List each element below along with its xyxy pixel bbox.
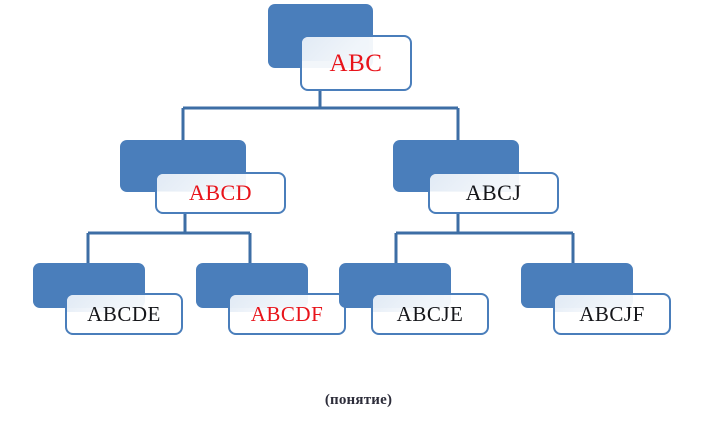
node-abcdf-card[interactable]: ABCDF <box>228 293 346 335</box>
node-abcd[interactable]: ABCD <box>120 140 288 216</box>
node-abcdf-label: ABCDF <box>250 301 324 326</box>
node-abcd-card[interactable]: ABCD <box>155 172 286 214</box>
node-abcj[interactable]: ABCJ <box>393 140 561 216</box>
node-abcjf[interactable]: ABCJF <box>521 263 673 338</box>
node-abcj-card[interactable]: ABCJ <box>428 172 559 214</box>
node-abcje-label: ABCJE <box>396 301 464 326</box>
diagram-caption: (понятие) <box>324 392 393 408</box>
node-abcd-label: ABCD <box>188 180 253 205</box>
node-abcje[interactable]: ABCJE <box>339 263 491 338</box>
node-abc-card[interactable]: ABC <box>300 35 412 91</box>
node-abcjf-card[interactable]: ABCJF <box>553 293 671 335</box>
node-abc-label: ABC <box>329 49 383 77</box>
node-abc[interactable]: ABC <box>268 4 414 94</box>
node-abcdf[interactable]: ABCDF <box>196 263 348 338</box>
node-abcjf-label: ABCJF <box>579 301 645 326</box>
node-abcj-label: ABCJ <box>465 180 522 205</box>
node-abcde-card[interactable]: ABCDE <box>65 293 183 335</box>
node-abcde-label: ABCDE <box>87 301 161 326</box>
node-abcde[interactable]: ABCDE <box>33 263 185 338</box>
node-abcje-card[interactable]: ABCJE <box>371 293 489 335</box>
